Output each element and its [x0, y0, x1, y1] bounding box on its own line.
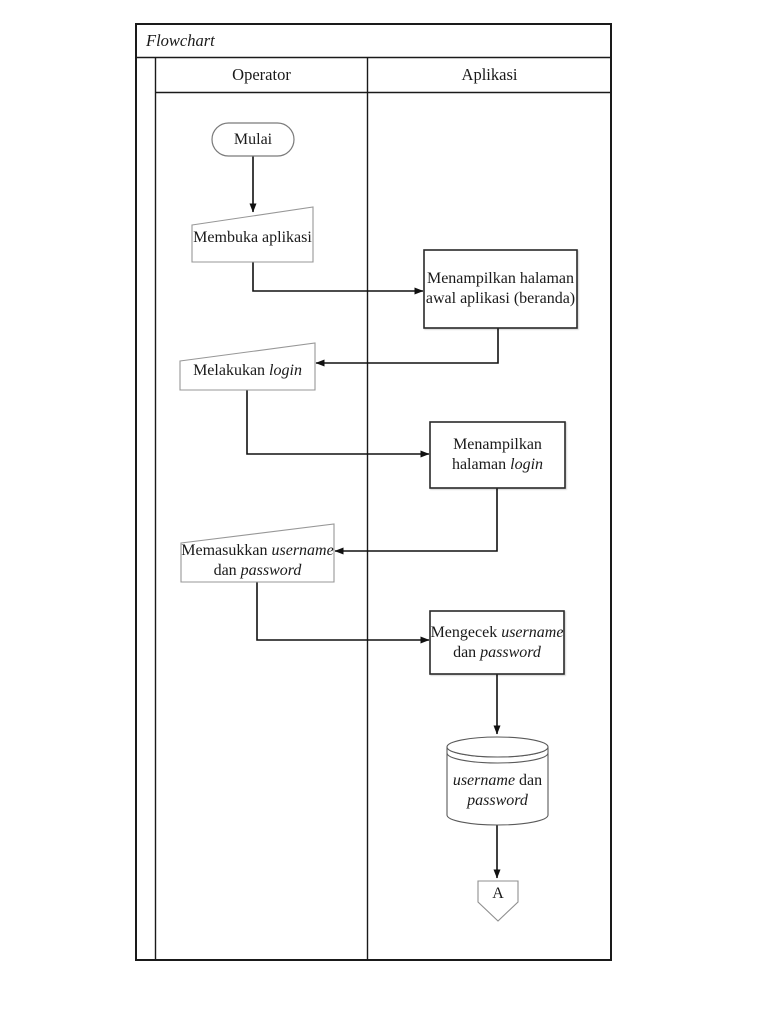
process-show-home-shape [423, 249, 578, 329]
process-check-credentials-shape [429, 610, 565, 675]
manual-input-enter-credentials-shape [180, 523, 335, 583]
process-show-login-shape [429, 421, 566, 489]
database-datastore-shape [446, 736, 549, 826]
manual-input-do-login-shape [179, 342, 316, 391]
outer-frame [135, 23, 612, 961]
terminator-start-shape [211, 122, 295, 157]
connector-do-login-to-show-login [246, 390, 430, 458]
offpage-connector-shape [477, 880, 519, 922]
connector-show-home-to-do-login [315, 328, 499, 367]
connector-open-app-to-show-home [252, 262, 424, 295]
connector-show-login-to-enter-credentials [334, 488, 498, 555]
manual-input-open-app-shape [191, 206, 314, 263]
connector-enter-credentials-to-check-credentials [256, 582, 430, 644]
